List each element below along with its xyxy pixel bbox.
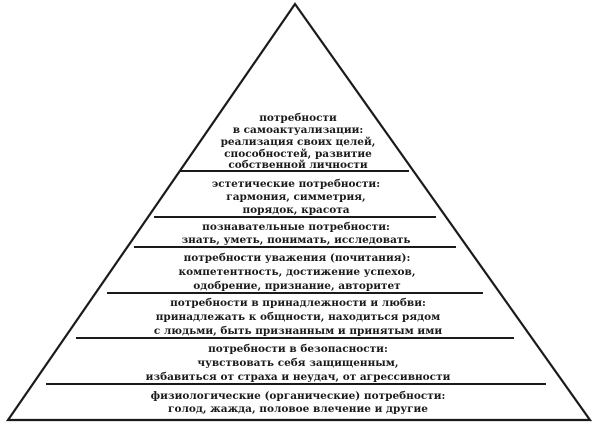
- tier-line: голод, жажда, половое влечение и другие: [168, 403, 428, 415]
- tier-cognitive: познавательные потребности: знать, уметь…: [181, 221, 410, 246]
- tier-line: физиологические (органические) потребнос…: [151, 390, 446, 402]
- tier-line: компетентность, достижение успехов,: [179, 266, 416, 278]
- tier-line: потребности в безопасности:: [208, 343, 388, 355]
- tier-line: гармония, симметрия,: [226, 191, 365, 203]
- tier-line: с людьми, быть признанным и принятым ими: [154, 325, 442, 337]
- tier-line: собственной личности: [228, 159, 368, 171]
- tier-line: познавательные потребности:: [202, 221, 390, 233]
- tier-line: способностей, развитие: [224, 148, 372, 160]
- tier-line: эстетические потребности:: [212, 178, 380, 190]
- tier-line: потребности уважения (почитания):: [184, 252, 411, 264]
- tier-safety: потребности в безопасности: чувствовать …: [146, 343, 451, 383]
- tier-line: потребности в принадлежности и любви:: [170, 297, 426, 309]
- tier-line: в самоактуализации:: [233, 124, 364, 136]
- tier-self-actualization: потребности в самоактуализации: реализац…: [221, 112, 376, 171]
- tier-aesthetic: эстетические потребности: гармония, симм…: [212, 178, 380, 216]
- tier-line: чувствовать себя защищенным,: [197, 357, 398, 369]
- tier-line: знать, уметь, понимать, исследовать: [181, 234, 410, 246]
- tier-line: реализация своих целей,: [221, 136, 376, 148]
- tier-belonging: потребности в принадлежности и любви: пр…: [154, 297, 442, 337]
- tier-line: принадлежать к общности, находиться рядо…: [156, 311, 441, 323]
- tier-line: избавиться от страха и неудач, от агресс…: [146, 371, 451, 383]
- tier-line: одобрение, признание, авторитет: [193, 280, 401, 292]
- tier-line: порядок, красота: [242, 204, 349, 216]
- tier-physiological: физиологические (органические) потребнос…: [151, 390, 446, 415]
- tier-esteem: потребности уважения (почитания): компет…: [179, 252, 416, 292]
- pyramid-outline: [5, 2, 593, 422]
- tier-line: потребности: [259, 112, 337, 124]
